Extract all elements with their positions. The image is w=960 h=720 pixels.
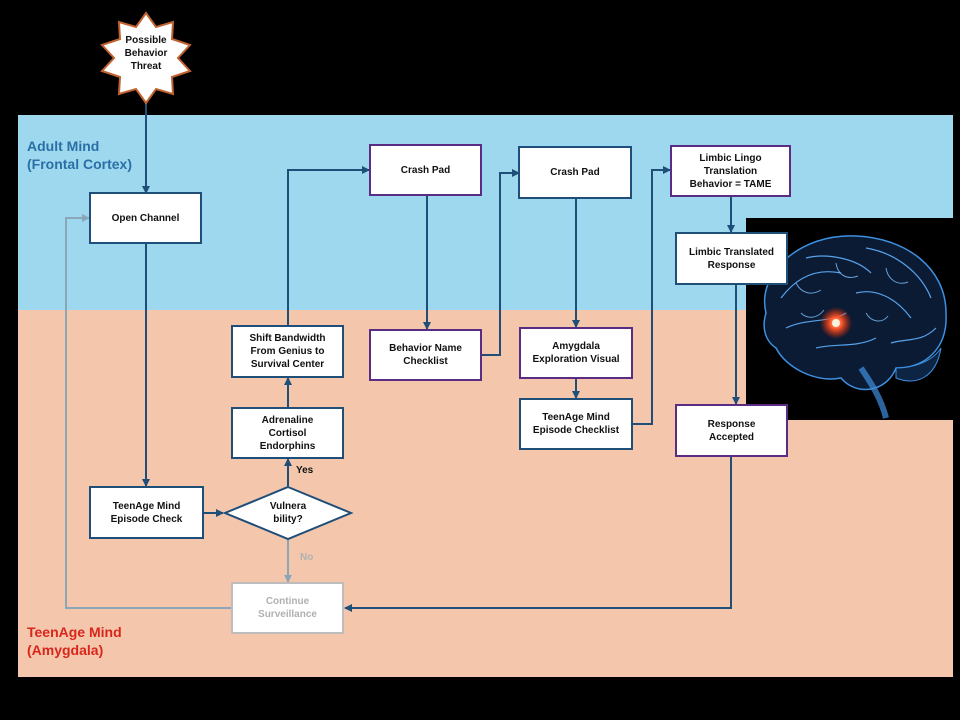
- yes-label: Yes: [296, 465, 314, 476]
- open-channel-node: Open Channel: [89, 192, 202, 244]
- threat-star: [100, 11, 192, 105]
- crash-pad-1-node: Crash Pad: [369, 144, 482, 196]
- limbic-lingo-node: Limbic Lingo Translation Behavior = TAME: [670, 145, 791, 197]
- episode-checklist-node: TeenAge Mind Episode Checklist: [519, 398, 633, 450]
- arrow-checklist-to-crash-pad-2: [481, 169, 520, 356]
- arrow-episode-checklist-to-limbic-lingo: [632, 166, 671, 425]
- behavior-name-checklist-node: Behavior Name Checklist: [369, 329, 482, 381]
- amygdala-exploration-node: Amygdala Exploration Visual: [519, 327, 633, 379]
- adrenaline-node: Adrenaline Cortisol Endorphins: [231, 407, 344, 459]
- limbic-translated-response-node: Limbic Translated Response: [675, 232, 788, 285]
- vulnerability-decision-diamond: [222, 485, 354, 541]
- teenage-mind-label: TeenAge Mind(Amygdala): [27, 624, 122, 658]
- no-label: No: [300, 552, 314, 563]
- shift-bandwidth-node: Shift Bandwidth From Genius to Survival …: [231, 325, 344, 378]
- threat-node: Possible Behavior Threat: [124, 35, 168, 72]
- continue-surveillance-node: Continue Surveillance: [231, 582, 344, 634]
- adult-mind-label: Adult Mind(Frontal Cortex): [27, 138, 132, 172]
- arrow-surveillance-to-open-channel: [65, 214, 231, 609]
- episode-check-node: TeenAge Mind Episode Check: [89, 486, 204, 539]
- arrow-accepted-to-surveillance: [344, 456, 732, 612]
- crash-pad-2-node: Crash Pad: [518, 146, 632, 199]
- arrow-shift-to-crash-pad-1: [287, 166, 370, 325]
- vulnerability-node: Vulnera bility?: [269, 501, 307, 525]
- response-accepted-node: Response Accepted: [675, 404, 788, 457]
